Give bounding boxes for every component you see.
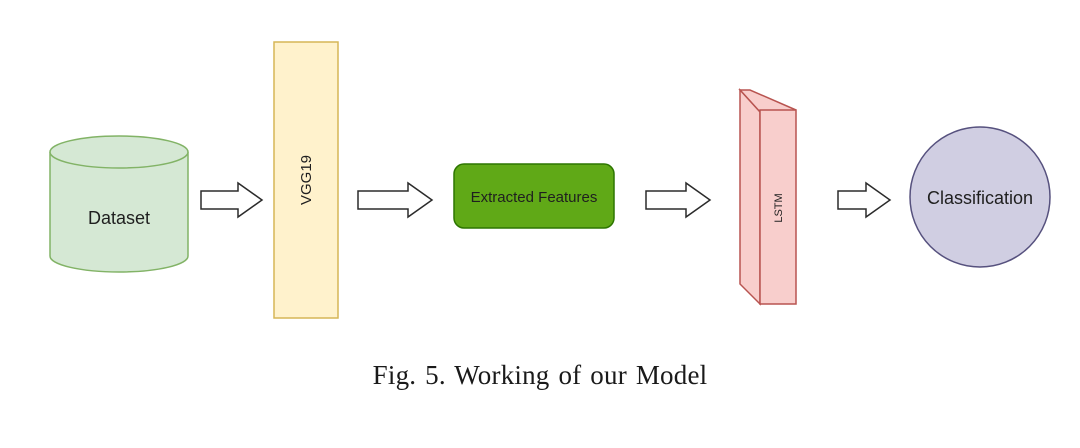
vgg19-label: VGG19 <box>298 155 315 205</box>
flow-arrow-features-to-lstm <box>645 181 712 219</box>
lstm-box-side <box>739 88 761 306</box>
lstm-label: LSTM <box>773 193 785 222</box>
classification-label: Classification <box>927 188 1033 208</box>
extracted-features-label: Extracted Features <box>471 189 598 206</box>
flow-arrow-vgg19-to-features <box>357 181 434 219</box>
flow-arrow-dataset-to-vgg19 <box>200 181 264 219</box>
dataset-label: Dataset <box>88 208 150 228</box>
extracted-features-node: Extracted Features <box>453 163 615 229</box>
lstm-box-front <box>759 109 797 305</box>
flow-arrow-lstm-to-classification <box>837 181 892 219</box>
lstm-node: LSTM <box>738 88 797 306</box>
classification-node: Classification <box>909 126 1051 268</box>
classification-circle <box>909 126 1051 268</box>
figure-caption: Fig. 5. Working of our Model <box>372 360 708 390</box>
dataset-cylinder-body <box>49 152 189 273</box>
dataset-node: Dataset <box>49 135 189 273</box>
vgg19-block <box>273 41 339 319</box>
vgg19-node: VGG19 <box>273 41 339 319</box>
extracted-features-block <box>453 163 615 229</box>
dataset-cylinder-top <box>49 135 189 169</box>
